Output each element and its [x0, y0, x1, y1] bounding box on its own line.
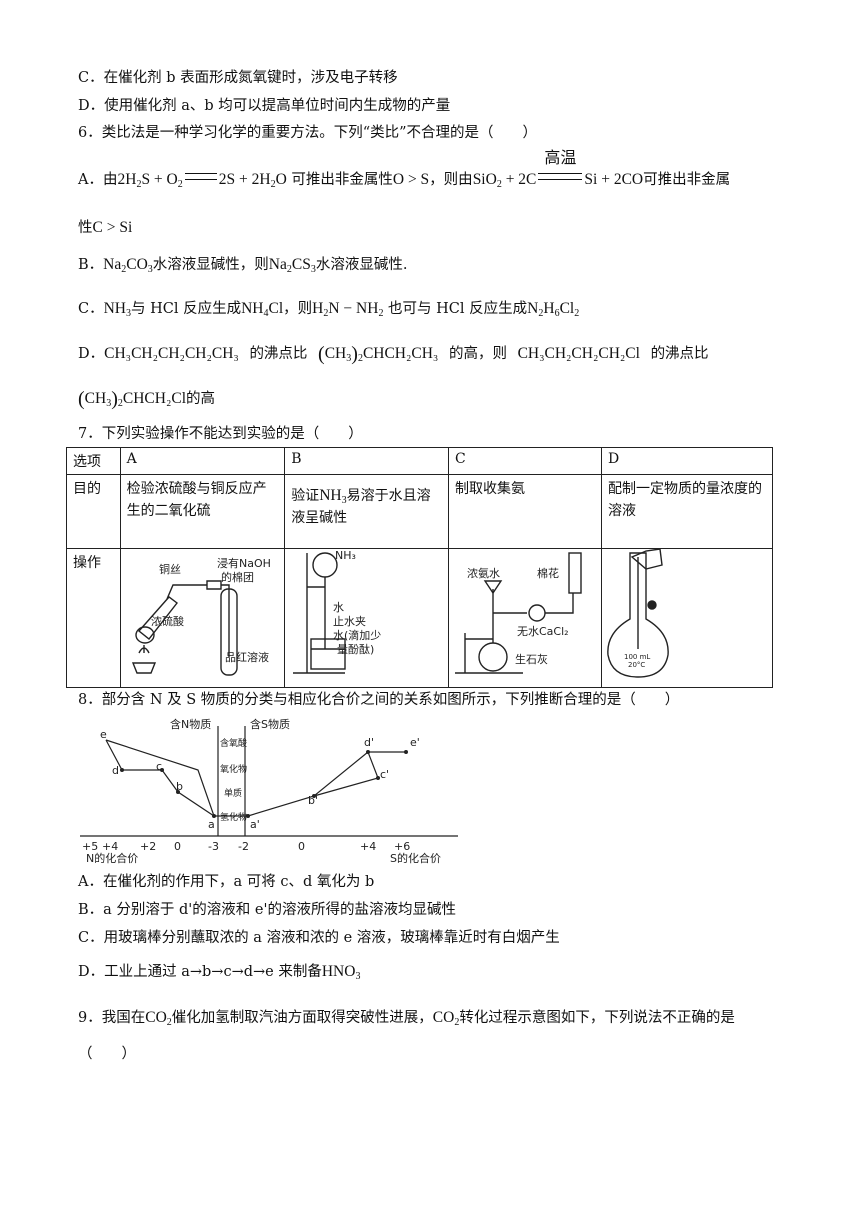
q6-option-d-cont: (CH3)2CHCH₂Cl的高: [78, 388, 216, 410]
svg-text:浓硫酸: 浓硫酸: [151, 614, 184, 628]
svg-text:d: d: [112, 764, 119, 777]
svg-text:棉花: 棉花: [537, 566, 559, 580]
apparatus-d: 100 mL 20°C: [601, 548, 773, 688]
svg-text:水: 水: [333, 601, 344, 614]
purpose-c: 制取收集氨: [447, 474, 603, 549]
svg-text:氧化物: 氧化物: [220, 763, 247, 775]
svg-text:20°C: 20°C: [628, 661, 645, 669]
header-label: 选项: [66, 447, 121, 475]
svg-text:无水CaCl₂: 无水CaCl₂: [517, 625, 569, 638]
s-axis-label: S的化合价: [390, 851, 441, 864]
svg-text:0: 0: [298, 840, 305, 853]
svg-text:+2: +2: [140, 840, 156, 853]
svg-text:e: e: [100, 728, 107, 741]
svg-text:c': c': [380, 768, 389, 781]
svg-text:+4: +4: [102, 840, 118, 853]
q5-option-c: C．在催化剂 b 表面形成氮氧键时，涉及电子转移: [78, 70, 398, 86]
svg-text:水(滴加少: 水(滴加少: [333, 628, 381, 642]
valence-diagram: 含N物质 含S物质 含氧酸 氧化物 单质 氢化物 e d c b a a' b'…: [80, 717, 458, 864]
purpose-b: 验证NH3易溶于水且溶液呈碱性: [284, 474, 449, 549]
apparatus-b: NH₃ 水 止水夹 水(滴加少 量酚酞): [284, 548, 449, 688]
q6-option-a-cont: 性C > Si: [78, 219, 133, 236]
svg-text:的棉团: 的棉团: [221, 570, 254, 584]
svg-text:-2: -2: [238, 840, 249, 853]
svg-text:品红溶液: 品红溶液: [225, 650, 269, 664]
n-axis-title: 含N物质: [170, 717, 211, 731]
q9-stem: 9．我国在CO2催化加氢制取汽油方面取得突破性进展，CO2转化过程示意图如下，下…: [78, 1009, 735, 1028]
svg-text:+5: +5: [82, 840, 98, 853]
q8-option-b: B．a 分别溶于 d'的溶液和 e'的溶液所得的盐溶液均显碱性: [78, 902, 456, 918]
reaction-condition: 高温: [544, 148, 577, 167]
apparatus-c: 浓氨水 棉花 无水CaCl₂ 生石灰: [447, 548, 603, 688]
label-ammonia-water: 浓氨水: [467, 567, 500, 580]
q8-option-a: A．在催化剂的作用下，a 可将 c、d 氧化为 b: [78, 874, 375, 890]
q8-option-d: D．工业上通过 a→b→c→d→e 来制备HNO3: [78, 963, 361, 982]
svg-text:c: c: [156, 760, 162, 773]
q7-options-table: 选项 A B C D 目的 检验浓硫酸与铜反应产生的二氧化硫 验证NH3易溶于水…: [66, 447, 773, 688]
s-axis-title: 含S物质: [250, 717, 290, 731]
q6-option-c: C．NH3与 HCl 反应生成NH4Cl，则H2N − NH2 也可与 HCl …: [78, 300, 580, 319]
svg-text:+4: +4: [360, 840, 376, 853]
apparatus-a: 铜丝 浸有NaOH 的棉团 浓硫酸 品红溶液: [119, 548, 286, 688]
label-nh3: NH₃: [335, 549, 356, 562]
svg-text:b': b': [308, 794, 318, 807]
svg-text:氢化物: 氢化物: [220, 811, 247, 823]
purpose-d: 配制一定物质的量浓度的溶液: [601, 474, 773, 549]
svg-text:量酚酞): 量酚酞): [337, 642, 374, 656]
svg-text:100 mL: 100 mL: [624, 653, 650, 661]
svg-text:浸有NaOH: 浸有NaOH: [217, 556, 271, 570]
svg-text:a: a: [208, 818, 215, 831]
svg-text:b: b: [176, 780, 183, 793]
svg-text:-3: -3: [208, 840, 219, 853]
q6-option-b: B．Na2CO3水溶液显碱性，则Na2CS3水溶液显碱性.: [78, 256, 408, 275]
svg-text:生石灰: 生石灰: [515, 652, 548, 666]
q6-stem: 6．类比法是一种学习化学的重要方法。下列“类比”不合理的是（ ）: [78, 125, 538, 141]
q7-stem: 7．下列实验操作不能达到实验的是（ ）: [78, 426, 363, 442]
svg-text:e': e': [410, 736, 420, 749]
svg-text:+6: +6: [394, 840, 410, 853]
svg-text:含氧酸: 含氧酸: [220, 737, 247, 749]
svg-text:a': a': [250, 818, 260, 831]
q8-stem: 8．部分含 N 及 S 物质的分类与相应化合价之间的关系如图所示，下列推断合理的…: [78, 692, 680, 708]
n-axis-label: N的化合价: [86, 851, 138, 864]
svg-text:单质: 单质: [224, 787, 242, 799]
q6-option-d: D．CH₃CH₂CH₂CH₂CH₃ 的沸点比 (CH3)2CHCH₂CH₃ 的高…: [78, 343, 709, 365]
purpose-a: 检验浓硫酸与铜反应产生的二氧化硫: [119, 474, 286, 549]
q9-paren: （ ）: [78, 1046, 136, 1062]
svg-text:d': d': [364, 736, 374, 749]
svg-text:0: 0: [174, 840, 181, 853]
q8-option-c: C．用玻璃棒分别蘸取浓的 a 溶液和浓的 e 溶液，玻璃棒靠近时有白烟产生: [78, 930, 560, 946]
label-copper-wire: 铜丝: [159, 562, 181, 576]
q5-option-d: D．使用催化剂 a、b 均可以提高单位时间内生成物的产量: [78, 98, 451, 114]
svg-text:止水夹: 止水夹: [333, 615, 366, 628]
